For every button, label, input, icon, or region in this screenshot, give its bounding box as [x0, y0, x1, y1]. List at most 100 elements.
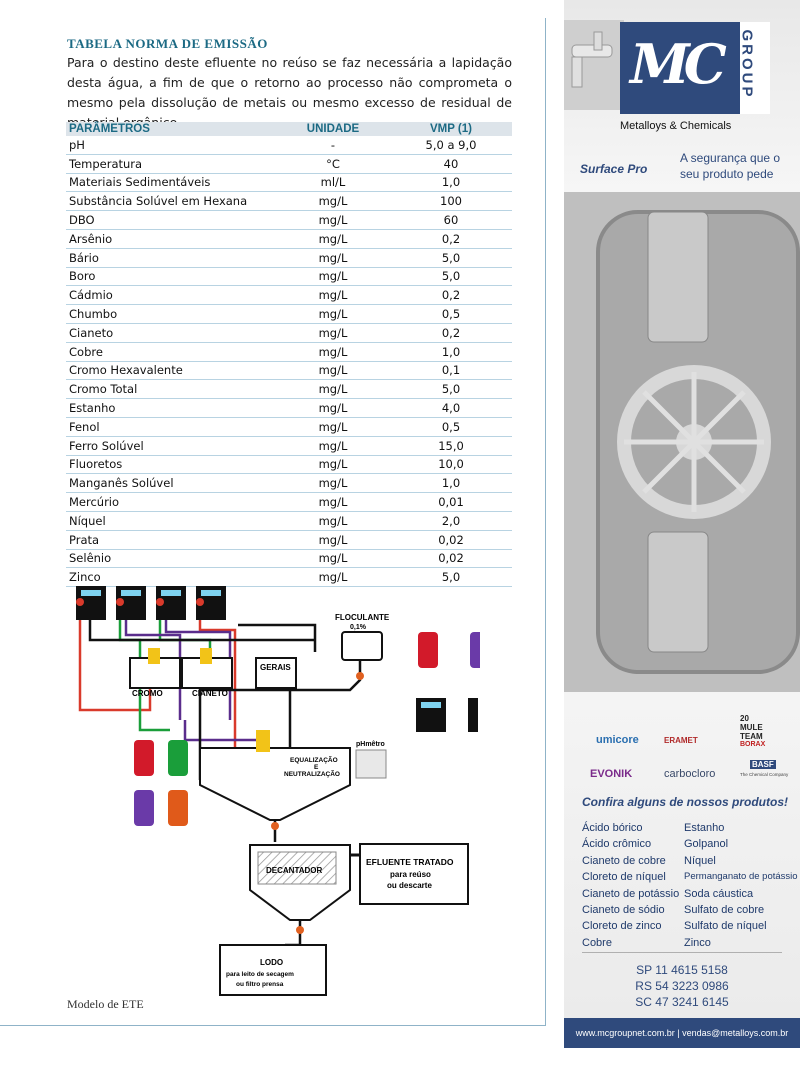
unit-cell: mg/L	[276, 511, 390, 531]
vmp-cell: 0,02	[390, 549, 512, 569]
unit-cell: mg/L	[276, 549, 390, 569]
vmp-cell: 100	[390, 191, 512, 212]
vmp-cell: 0,5	[390, 304, 512, 324]
unit-cell: mg/L	[276, 342, 390, 362]
product-item: Cloreto de níquel	[582, 871, 666, 884]
drum-purple-2	[134, 790, 154, 826]
unit-cell: mg/L	[276, 455, 390, 475]
param-cell: DBO	[66, 210, 276, 230]
product-item: Cobre	[582, 936, 612, 949]
products-title: Confira alguns de nossos produtos!	[582, 795, 789, 809]
param-cell: Cobre	[66, 342, 276, 362]
vmp-cell: 5,0	[390, 267, 512, 287]
vmp-cell: 60	[390, 210, 512, 230]
product-item: Cianeto de cobre	[582, 854, 666, 867]
drum-green	[168, 740, 188, 776]
drum-red-1	[418, 632, 438, 668]
dosing-pump-1	[76, 586, 106, 620]
param-cell: Selênio	[66, 549, 276, 569]
label-floculante: FLOCULANTE	[335, 613, 390, 622]
partner-carbocloro: carbocloro	[664, 768, 716, 780]
vmp-cell: 0,1	[390, 361, 512, 381]
label-lodo: LODO	[260, 958, 283, 967]
vmp-cell: 5,0 a 9,0	[390, 136, 512, 155]
param-cell: pH	[66, 136, 276, 155]
vmp-cell: 0,2	[390, 229, 512, 249]
label-floculante-pct: 0,1%	[350, 624, 367, 631]
unit-cell: mg/L	[276, 417, 390, 437]
vmp-cell: 5,0	[390, 248, 512, 268]
vmp-cell: 0,5	[390, 417, 512, 437]
param-cell: Estanho	[66, 398, 276, 418]
header-parametros: PARÂMETROS	[66, 122, 276, 136]
vmp-cell: 15,0	[390, 436, 512, 456]
vmp-cell: 0,02	[390, 530, 512, 550]
param-cell: Fenol	[66, 417, 276, 437]
unit-cell: mg/L	[276, 398, 390, 418]
vault-door-image	[564, 192, 800, 692]
table-header-row: PARÂMETROS UNIDADE VMP (1)	[66, 122, 512, 136]
content-frame	[0, 18, 546, 1026]
product-item: Soda cáustica	[684, 887, 754, 900]
product-item: Cianeto de potássio	[582, 887, 680, 900]
label-gerais: GERAIS	[260, 663, 291, 672]
product-item: Sulfato de cobre	[684, 903, 765, 916]
phone-sc: SC 47 3241 6145	[635, 995, 729, 1009]
param-cell: Cromo Hexavalente	[66, 361, 276, 381]
unit-cell: -	[276, 136, 390, 155]
header-unidade: UNIDADE	[276, 122, 390, 136]
product-item: Golpanol	[684, 838, 729, 851]
param-cell: Cianeto	[66, 323, 276, 343]
header-vmp: VMP (1)	[390, 122, 512, 136]
param-cell: Materiais Sedimentáveis	[66, 173, 276, 193]
partner-logos: umicore ERAMET 20 MULE TEAM BORAX EVONIK…	[564, 700, 800, 790]
mc-letters: MC	[630, 32, 727, 96]
unit-cell: mg/L	[276, 304, 390, 324]
label-equalizacao: EQUALIZAÇÃO	[290, 755, 338, 764]
product-item: Zinco	[684, 936, 711, 949]
param-cell: Arsênio	[66, 229, 276, 249]
unit-cell: mg/L	[276, 229, 390, 249]
param-cell: Cromo Total	[66, 379, 276, 400]
vmp-cell: 2,0	[390, 511, 512, 531]
vmp-cell: 4,0	[390, 398, 512, 418]
label-e: E	[314, 764, 319, 771]
partner-basf-sub: The Chemical Company	[740, 772, 789, 777]
product-item: Permanganato de potássio	[684, 871, 798, 883]
ad-divider	[582, 952, 782, 953]
param-cell: Cádmio	[66, 285, 276, 306]
section-title: TABELA NORMA DE EMISSÃO	[67, 36, 268, 51]
param-cell: Fluoretos	[66, 455, 276, 475]
products-left-list: Ácido bórico Ácido crômico Cianeto de co…	[582, 820, 679, 951]
vmp-cell: 5,0	[390, 567, 512, 588]
unit-cell: mg/L	[276, 267, 390, 287]
vmp-cell: 5,0	[390, 379, 512, 400]
unit-cell: mg/L	[276, 191, 390, 212]
dosing-pump-4	[196, 586, 226, 620]
unit-cell: mg/L	[276, 567, 390, 588]
ad-footer[interactable]: www.mcgroupnet.com.br | vendas@metalloys…	[564, 1018, 800, 1048]
vmp-cell: 0,2	[390, 285, 512, 306]
label-efluente: EFLUENTE TRATADO	[366, 857, 454, 867]
ad-header: MC GROUP Metalloys & Chemicals Surface P…	[564, 0, 800, 190]
unit-cell: mg/L	[276, 530, 390, 550]
faucet-icon	[564, 20, 624, 110]
label-decantador: DECANTADOR	[266, 866, 323, 875]
partner-20mule-3: TEAM	[740, 732, 763, 741]
param-cell: Boro	[66, 267, 276, 287]
ete-diagram: CROMO CIANETO GERAIS FLOCULANTE 0,1% EQU…	[76, 586, 480, 996]
